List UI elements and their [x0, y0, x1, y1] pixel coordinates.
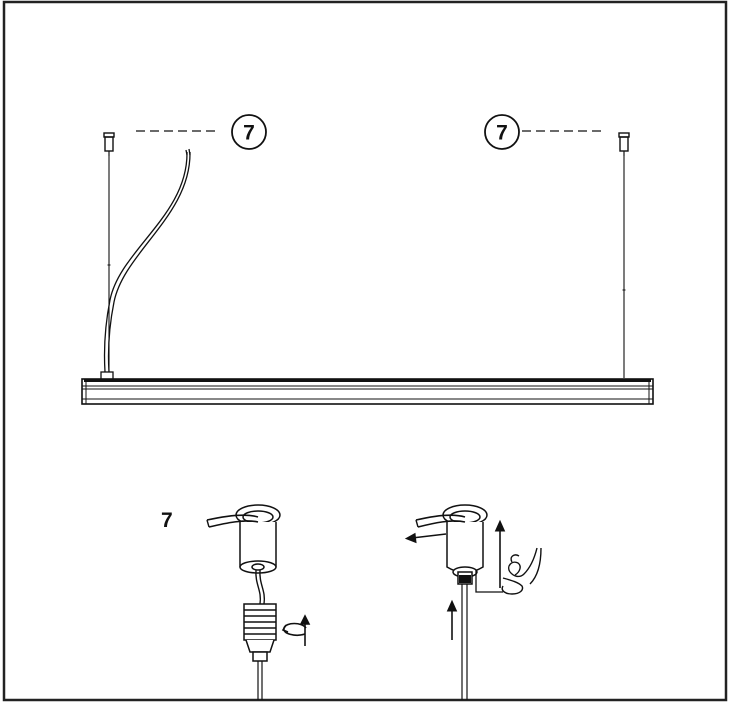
arrow-up-icon: [494, 519, 506, 588]
luminaire-overview: [81, 130, 654, 405]
left-ceiling-anchor: [103, 132, 115, 156]
right-callout-number: 7: [496, 122, 508, 145]
right-callout: 7: [484, 114, 520, 150]
arrow-left-icon: [404, 532, 447, 544]
right-ceiling-anchor: [618, 132, 630, 156]
power-cable: [100, 148, 191, 381]
left-callout: 7: [231, 114, 267, 150]
luminaire-body: [81, 378, 654, 405]
detail-step-label: 7: [161, 509, 173, 532]
hand-press-icon: [501, 547, 542, 595]
rotate-arrow-icon: [281, 614, 311, 646]
arrow-up-small-icon: [446, 599, 458, 640]
detail-connector-rotate: [206, 504, 281, 700]
detail-connector-release: [415, 504, 503, 700]
left-callout-number: 7: [243, 122, 255, 145]
